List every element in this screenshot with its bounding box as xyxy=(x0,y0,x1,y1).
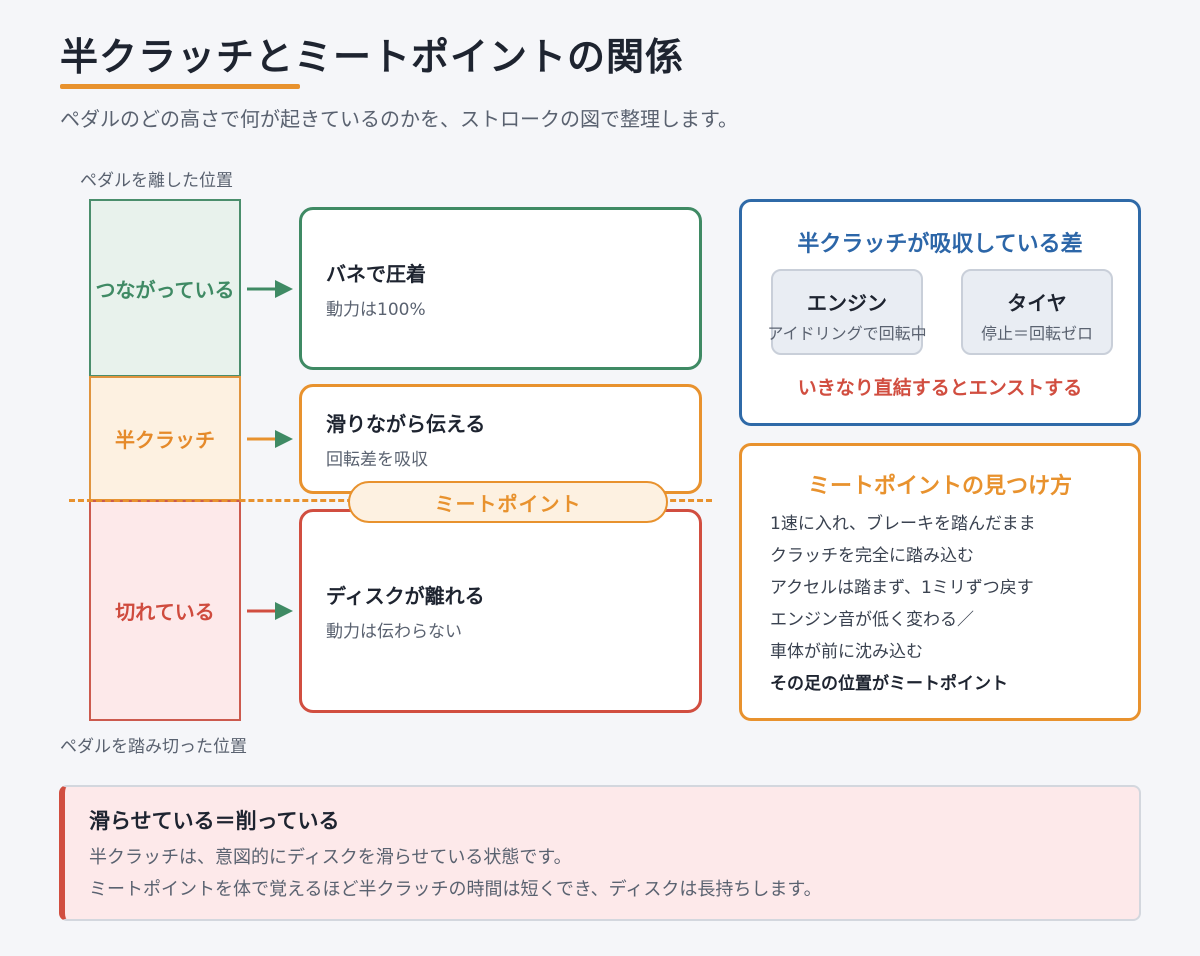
tire-title: タイヤ xyxy=(1007,291,1067,315)
find-step: アクセルは踏まず、1ミリずつ戻す xyxy=(770,578,1034,598)
pedal-pressed-label: ペダルを踏み切った位置 xyxy=(60,737,247,757)
note-line: ミートポイントを体で覚えるほど半クラッチの時間は短くでき、ディスクは長持ちします… xyxy=(89,879,822,900)
state-card-disengaged: ディスクが離れる 動力は伝わらない xyxy=(299,509,702,713)
page-title: 半クラッチとミートポイントの関係 xyxy=(60,35,685,79)
state-card-sub: 動力は100% xyxy=(326,299,426,320)
find-step: クラッチを完全に踏み込む xyxy=(770,546,974,566)
find-step-conclusion: その足の位置がミートポイント xyxy=(770,674,1008,694)
segment-disengaged-label: 切れている xyxy=(115,600,215,624)
state-card-half-clutch: 滑りながら伝える 回転差を吸収 xyxy=(299,384,702,494)
arrow-right-icon xyxy=(247,602,293,620)
find-panel-title: ミートポイントの見つけ方 xyxy=(807,474,1072,499)
state-card-title: バネで圧着 xyxy=(326,261,426,286)
segment-engaged: つながっている xyxy=(89,199,241,377)
page-subtitle: ペダルのどの高さで何が起きているのかを、ストロークの図で整理します。 xyxy=(60,107,738,131)
segment-half-clutch: 半クラッチ xyxy=(89,376,241,501)
state-card-title: 滑りながら伝える xyxy=(326,412,486,436)
segment-engaged-label: つながっている xyxy=(95,277,235,302)
state-card-engaged: バネで圧着 動力は100% xyxy=(299,207,702,370)
engine-title: エンジン xyxy=(807,291,887,315)
arrow-right-icon xyxy=(247,430,293,448)
state-card-sub: 回転差を吸収 xyxy=(326,450,428,470)
absorb-panel-title: 半クラッチが吸収している差 xyxy=(797,232,1083,257)
segment-half-clutch-label: 半クラッチ xyxy=(115,428,215,452)
engine-sub: アイドリングで回転中 xyxy=(767,324,927,343)
stall-warning: いきなり直結するとエンストする xyxy=(797,377,1083,399)
find-step: エンジン音が低く変わる／ xyxy=(770,610,974,630)
note-title: 滑らせている＝削っている xyxy=(89,809,340,833)
state-card-title: ディスクが離れる xyxy=(326,584,485,608)
tire-box: タイヤ 停止＝回転ゼロ xyxy=(961,269,1113,355)
wear-note-callout: 滑らせている＝削っている 半クラッチは、意図的にディスクを滑らせている状態です。… xyxy=(59,785,1141,921)
meet-point-label: ミートポイント xyxy=(348,481,668,523)
state-card-sub: 動力は伝わらない xyxy=(326,622,462,642)
segment-disengaged: 切れている xyxy=(89,500,241,721)
arrow-right-icon xyxy=(247,280,293,298)
title-underline xyxy=(60,84,300,89)
absorb-difference-panel: 半クラッチが吸収している差 エンジン アイドリングで回転中 タイヤ 停止＝回転ゼ… xyxy=(739,199,1141,426)
pedal-released-label: ペダルを離した位置 xyxy=(80,171,233,191)
find-meet-point-panel: ミートポイントの見つけ方 1速に入れ、ブレーキを踏んだまま クラッチを完全に踏み… xyxy=(739,443,1141,721)
find-step: 1速に入れ、ブレーキを踏んだまま xyxy=(770,514,1036,534)
engine-box: エンジン アイドリングで回転中 xyxy=(767,269,927,355)
tire-sub: 停止＝回転ゼロ xyxy=(980,324,1093,343)
find-step: 車体が前に沈み込む xyxy=(770,642,923,662)
note-line: 半クラッチは、意図的にディスクを滑らせている状態です。 xyxy=(89,847,572,868)
find-steps-list: 1速に入れ、ブレーキを踏んだまま クラッチを完全に踏み込む アクセルは踏まず、1… xyxy=(770,508,1036,700)
